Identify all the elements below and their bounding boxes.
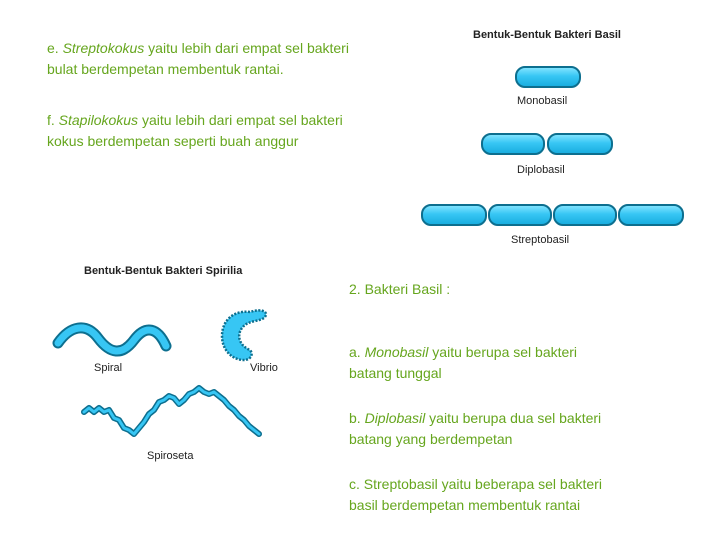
item-c-line1: c. Streptobasil yaitu beberapa sel bakte… (349, 474, 719, 495)
item-a-description: yaitu berupa sel bakteri (428, 344, 577, 360)
monobasil-paragraph: a. Monobasil yaitu berupa sel bakteri ba… (349, 342, 709, 384)
item-c-line2: basil berdempetan membentuk rantai (349, 495, 719, 516)
bakteri-basil-heading: 2. Bakteri Basil : (349, 279, 450, 300)
diplobasil-paragraph: b. Diplobasil yaitu berupa dua sel bakte… (349, 408, 709, 450)
spiroseta-label: Spiroseta (147, 450, 193, 462)
vibrio-label: Vibrio (250, 362, 278, 374)
item-a-term: Monobasil (365, 344, 429, 360)
item-b-term: Diplobasil (365, 410, 426, 426)
item-b-prefix: b. (349, 410, 365, 426)
item-a-line2: batang tunggal (349, 363, 709, 384)
streptobasil-paragraph: c. Streptobasil yaitu beberapa sel bakte… (349, 474, 719, 516)
item-b-line2: batang yang berdempetan (349, 429, 709, 450)
item-a-prefix: a. (349, 344, 365, 360)
spiral-label: Spiral (94, 362, 122, 374)
item-b-description: yaitu berupa dua sel bakteri (425, 410, 601, 426)
vibrio-bacterium (222, 310, 266, 360)
